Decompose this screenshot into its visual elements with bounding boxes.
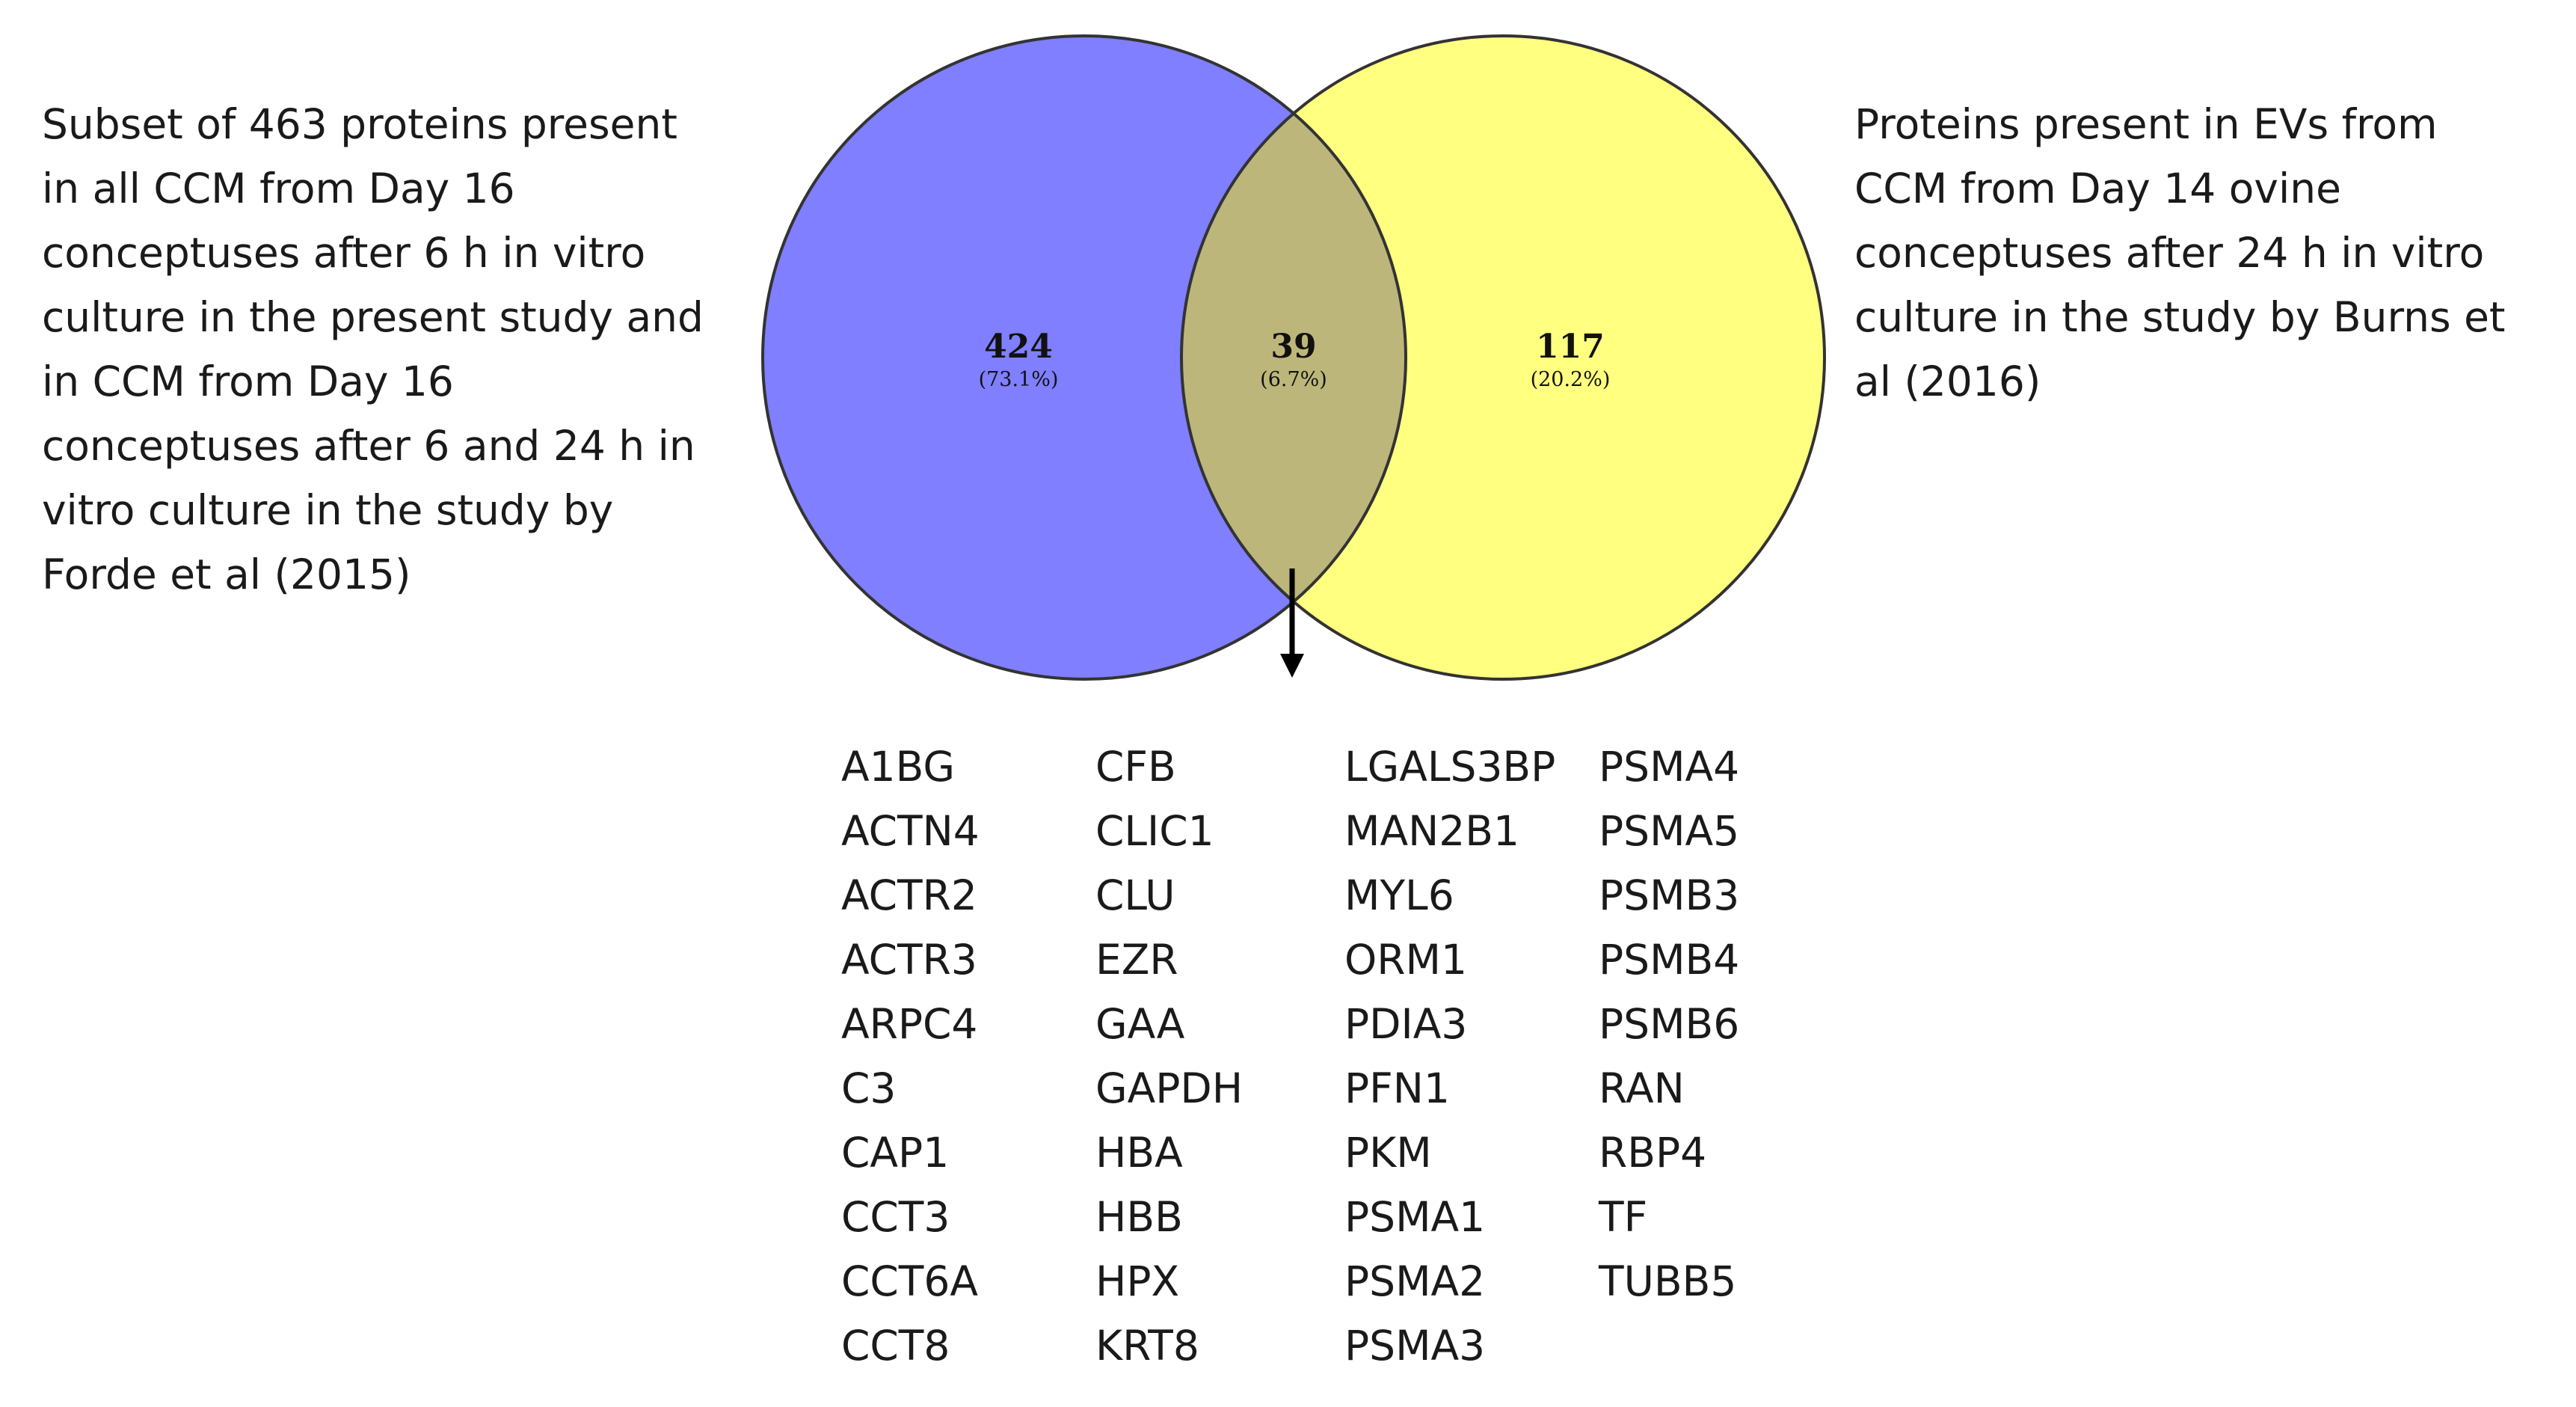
shared-protein-name: PDIA3 xyxy=(1344,1000,1468,1048)
overlap-count: 39 xyxy=(1270,328,1316,366)
shared-protein-name: GAPDH xyxy=(1095,1064,1244,1112)
shared-protein-name: A1BG xyxy=(841,743,956,791)
shared-protein-name: CLU xyxy=(1095,871,1175,919)
left-description-line: Forde et al (2015) xyxy=(42,551,411,598)
right-description-line: culture in the study by Burns et xyxy=(1854,293,2506,341)
left-description-line: Subset of 463 proteins present xyxy=(42,100,677,148)
shared-protein-name: KRT8 xyxy=(1095,1322,1199,1370)
shared-protein-name: EZR xyxy=(1095,936,1178,984)
right-description-line: Proteins present in EVs from xyxy=(1854,100,2438,148)
right-only-percent: (20.2%) xyxy=(1531,368,1611,391)
shared-protein-name: TF xyxy=(1599,1193,1648,1241)
left-description-line: conceptuses after 6 h in vitro xyxy=(42,229,646,277)
shared-protein-name: LGALS3BP xyxy=(1344,743,1556,791)
shared-protein-name: CCT8 xyxy=(841,1322,950,1370)
shared-protein-name: PFN1 xyxy=(1344,1064,1450,1112)
left-only-count: 424 xyxy=(984,328,1053,366)
shared-protein-name: CCT3 xyxy=(841,1193,950,1241)
shared-protein-name: HBA xyxy=(1095,1129,1183,1177)
shared-protein-name: PSMA5 xyxy=(1599,807,1740,855)
shared-protein-name: CFB xyxy=(1095,743,1176,791)
shared-protein-name: PSMB6 xyxy=(1599,1000,1740,1048)
shared-protein-name: ACTR2 xyxy=(841,871,977,919)
shared-protein-name: CLIC1 xyxy=(1095,807,1214,855)
right-description-line: al (2016) xyxy=(1854,358,2041,405)
right-description-line: CCM from Day 14 ovine xyxy=(1854,165,2341,212)
left-description-line: conceptuses after 6 and 24 h in xyxy=(42,422,695,470)
shared-protein-name: RBP4 xyxy=(1599,1129,1707,1177)
shared-protein-name: PKM xyxy=(1344,1129,1432,1177)
right-set-outline xyxy=(1180,34,1826,681)
shared-protein-name: HBB xyxy=(1095,1193,1183,1241)
left-set-outline xyxy=(761,34,1407,681)
shared-protein-name: PSMB4 xyxy=(1599,936,1740,984)
shared-protein-name: PSMB3 xyxy=(1599,871,1740,919)
shared-protein-name: ACTR3 xyxy=(841,936,977,984)
shared-protein-name: MYL6 xyxy=(1344,871,1454,919)
shared-protein-name: ACTN4 xyxy=(841,807,980,855)
right-description-line: conceptuses after 24 h in vitro xyxy=(1854,229,2485,277)
shared-protein-name: GAA xyxy=(1095,1000,1185,1048)
arrow-down-icon xyxy=(1280,654,1304,678)
left-description-line: in all CCM from Day 16 xyxy=(42,165,515,212)
shared-protein-name: MAN2B1 xyxy=(1344,807,1519,855)
shared-protein-name: PSMA1 xyxy=(1344,1193,1486,1241)
shared-protein-name: ORM1 xyxy=(1344,936,1467,984)
shared-protein-name: CAP1 xyxy=(841,1129,950,1177)
left-description-line: culture in the present study and xyxy=(42,293,704,341)
shared-protein-name: CCT6A xyxy=(841,1257,979,1305)
left-only-percent: (73.1%) xyxy=(979,368,1059,391)
shared-protein-name: PSMA3 xyxy=(1344,1322,1486,1370)
shared-protein-name: C3 xyxy=(841,1064,897,1112)
shared-protein-name: PSMA2 xyxy=(1344,1257,1486,1305)
left-set-description: Subset of 463 proteins present in all CCM… xyxy=(42,92,704,607)
overlap-region xyxy=(1181,36,1406,679)
left-description-line: vitro culture in the study by xyxy=(42,486,614,534)
left-description-line: in CCM from Day 16 xyxy=(42,358,454,405)
shared-protein-name: ARPC4 xyxy=(841,1000,978,1048)
right-only-count: 117 xyxy=(1536,328,1605,366)
overlap-percent: (6.7%) xyxy=(1260,368,1327,391)
shared-protein-name: HPX xyxy=(1095,1257,1180,1305)
shared-protein-name: TUBB5 xyxy=(1599,1257,1737,1305)
shared-protein-name: RAN xyxy=(1599,1064,1685,1112)
shared-protein-name: PSMA4 xyxy=(1599,743,1740,791)
